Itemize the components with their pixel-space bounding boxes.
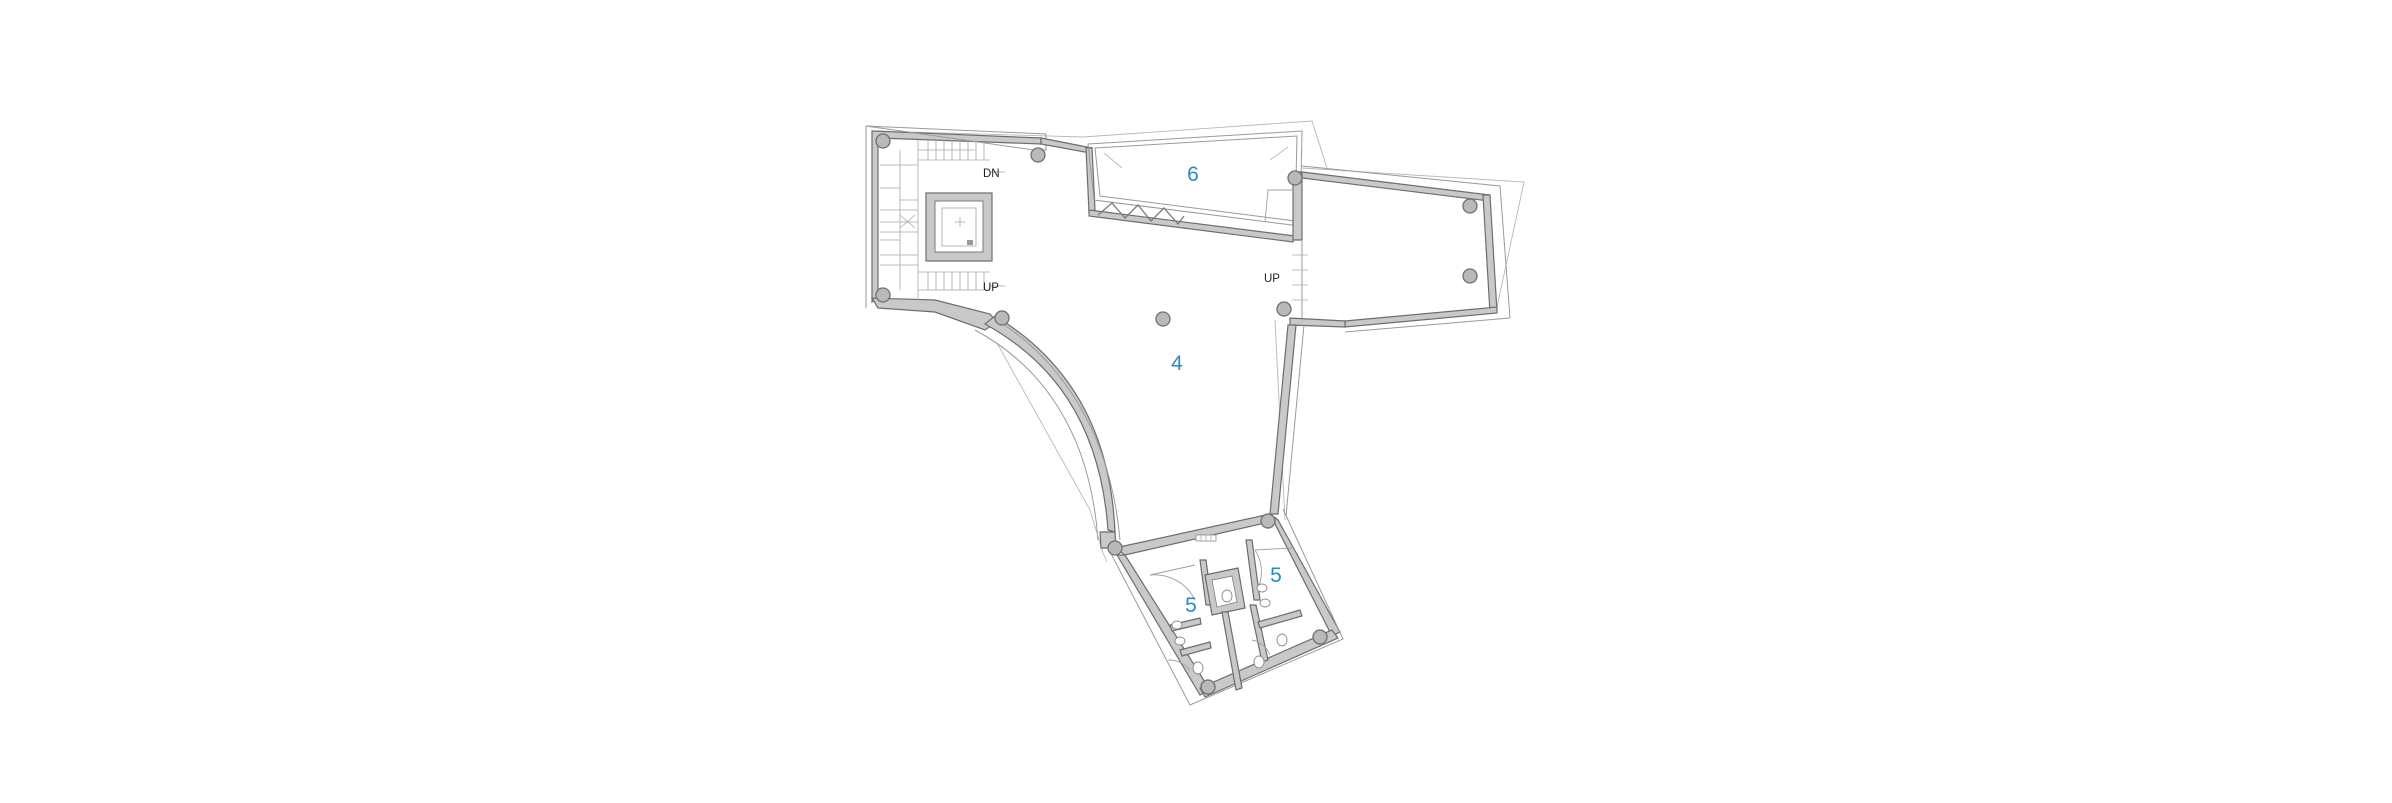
column	[994, 310, 1010, 326]
room-6-label: 6	[1187, 163, 1199, 186]
toilet-block	[1107, 508, 1344, 706]
right-wing-walls	[1289, 165, 1511, 333]
ramp-up-label: UP	[1264, 273, 1280, 285]
column	[875, 287, 891, 303]
column	[1462, 198, 1478, 214]
column	[1200, 679, 1216, 695]
room-5-label: 5	[1270, 564, 1282, 587]
room-4-label: 4	[1171, 352, 1183, 375]
stair-up-label: UP	[983, 282, 999, 294]
structural-columns	[875, 133, 1478, 695]
column	[1462, 268, 1478, 284]
stair-treads	[880, 140, 919, 300]
column	[1155, 311, 1171, 327]
stair-treads-left	[880, 164, 918, 266]
column	[875, 133, 891, 149]
column	[1107, 540, 1123, 556]
column	[1030, 147, 1046, 163]
curved-west-wall	[974, 315, 1121, 549]
stair-down-label: DN	[983, 168, 1000, 180]
column	[1312, 629, 1328, 645]
elevator-core	[925, 192, 993, 262]
room-6-walls	[1040, 130, 1303, 243]
column	[1260, 513, 1276, 529]
room-5-label: 5	[1185, 594, 1197, 617]
stair-treads-upper	[918, 140, 990, 161]
column	[1287, 170, 1303, 186]
stair-treads-lower	[918, 271, 990, 291]
column	[1276, 301, 1292, 317]
central-right-wall	[1269, 240, 1308, 517]
